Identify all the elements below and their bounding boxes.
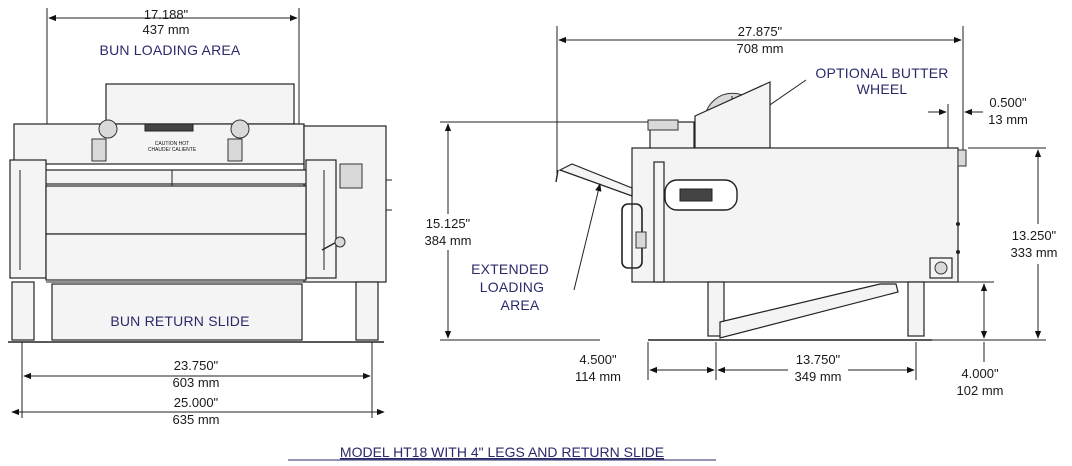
front-switch-left bbox=[91, 138, 107, 162]
side-screw-1 bbox=[956, 222, 960, 226]
side-dim-b-mm: 349 mm bbox=[795, 369, 842, 384]
side-loading-tip bbox=[555, 169, 559, 183]
front-crossbar bbox=[29, 169, 311, 185]
front-return-slide bbox=[51, 283, 303, 341]
front-right-box bbox=[339, 163, 363, 189]
extended-label-3: AREA bbox=[501, 297, 540, 313]
side-height-right-mm: 333 mm bbox=[1011, 245, 1058, 260]
side-control-display bbox=[679, 188, 713, 202]
side-leg-mm: 102 mm bbox=[957, 383, 1004, 398]
side-main-body bbox=[631, 147, 959, 283]
front-top-dim-mm: 437 mm bbox=[143, 22, 190, 37]
front-width2-in: 25.000" bbox=[174, 395, 219, 410]
side-return-slide bbox=[719, 283, 899, 339]
side-leg-rear bbox=[907, 281, 925, 337]
side-loading-arm bbox=[558, 163, 633, 197]
side-dim-a-in: 4.500" bbox=[579, 352, 617, 367]
front-view: 17.188" 437 mm BUN LOADING AREA CAUTION … bbox=[8, 7, 392, 427]
side-knob bbox=[647, 119, 679, 131]
front-width1-in: 23.750" bbox=[174, 358, 219, 373]
side-height-left-mm: 384 mm bbox=[425, 233, 472, 248]
side-screw-2 bbox=[956, 250, 960, 254]
front-width1-mm: 603 mm bbox=[173, 375, 220, 390]
butter-wheel-label-1: OPTIONAL BUTTER bbox=[815, 65, 948, 81]
front-switch-right bbox=[227, 138, 243, 162]
front-right-column bbox=[305, 159, 337, 279]
front-handle-knob bbox=[334, 236, 346, 248]
front-leg-right bbox=[355, 281, 379, 341]
side-latch bbox=[635, 231, 647, 249]
extended-label-1: EXTENDED bbox=[471, 261, 549, 277]
side-rh-mask bbox=[1004, 224, 1070, 264]
side-front-panel bbox=[653, 161, 665, 283]
front-leg-left bbox=[11, 281, 35, 341]
side-offset-mm: 13 mm bbox=[988, 112, 1028, 127]
side-knob-dial bbox=[934, 261, 948, 275]
side-dim-b-in: 13.750" bbox=[796, 352, 841, 367]
bun-return-slide-label: BUN RETURN SLIDE bbox=[110, 313, 249, 329]
drawing-caption: MODEL HT18 WITH 4" LEGS AND RETURN SLIDE bbox=[340, 444, 664, 460]
bun-loading-area-label: BUN LOADING AREA bbox=[100, 42, 241, 58]
side-dim-b-mask bbox=[788, 352, 848, 386]
side-view: 27.875" 708 mm OPTIONAL BUTTER WHEEL 0.5… bbox=[412, 24, 1070, 398]
front-width2-mm: 635 mm bbox=[173, 412, 220, 427]
extended-label-2: LOADING bbox=[480, 279, 544, 295]
front-top-hopper bbox=[105, 83, 295, 125]
front-lower-body bbox=[45, 233, 307, 281]
side-hopper bbox=[694, 81, 771, 149]
side-dim-a-mm: 114 mm bbox=[575, 369, 621, 384]
extended-leader bbox=[573, 183, 602, 291]
side-overall-in: 27.875" bbox=[738, 24, 783, 39]
front-top-dim-in: 17.188" bbox=[144, 7, 189, 22]
side-overall-mm: 708 mm bbox=[737, 41, 784, 56]
side-lh-mask bbox=[412, 214, 482, 250]
front-conveyor bbox=[45, 185, 307, 235]
side-right-bump bbox=[957, 149, 967, 167]
front-knob-right bbox=[230, 119, 250, 139]
front-label-plate bbox=[144, 123, 194, 132]
side-height-right-in: 13.250" bbox=[1012, 228, 1057, 243]
front-panel-text-1: CAUTION HOT bbox=[155, 141, 189, 147]
side-height-left-in: 15.125" bbox=[426, 216, 471, 231]
butter-wheel-label-2: WHEEL bbox=[857, 81, 908, 97]
side-leg-in: 4.000" bbox=[961, 366, 999, 381]
front-knob-left bbox=[98, 119, 118, 139]
side-offset-in: 0.500" bbox=[989, 95, 1027, 110]
front-panel-text-2: CHAUDE/ CALIENTE bbox=[148, 147, 197, 153]
front-left-column bbox=[9, 159, 47, 279]
